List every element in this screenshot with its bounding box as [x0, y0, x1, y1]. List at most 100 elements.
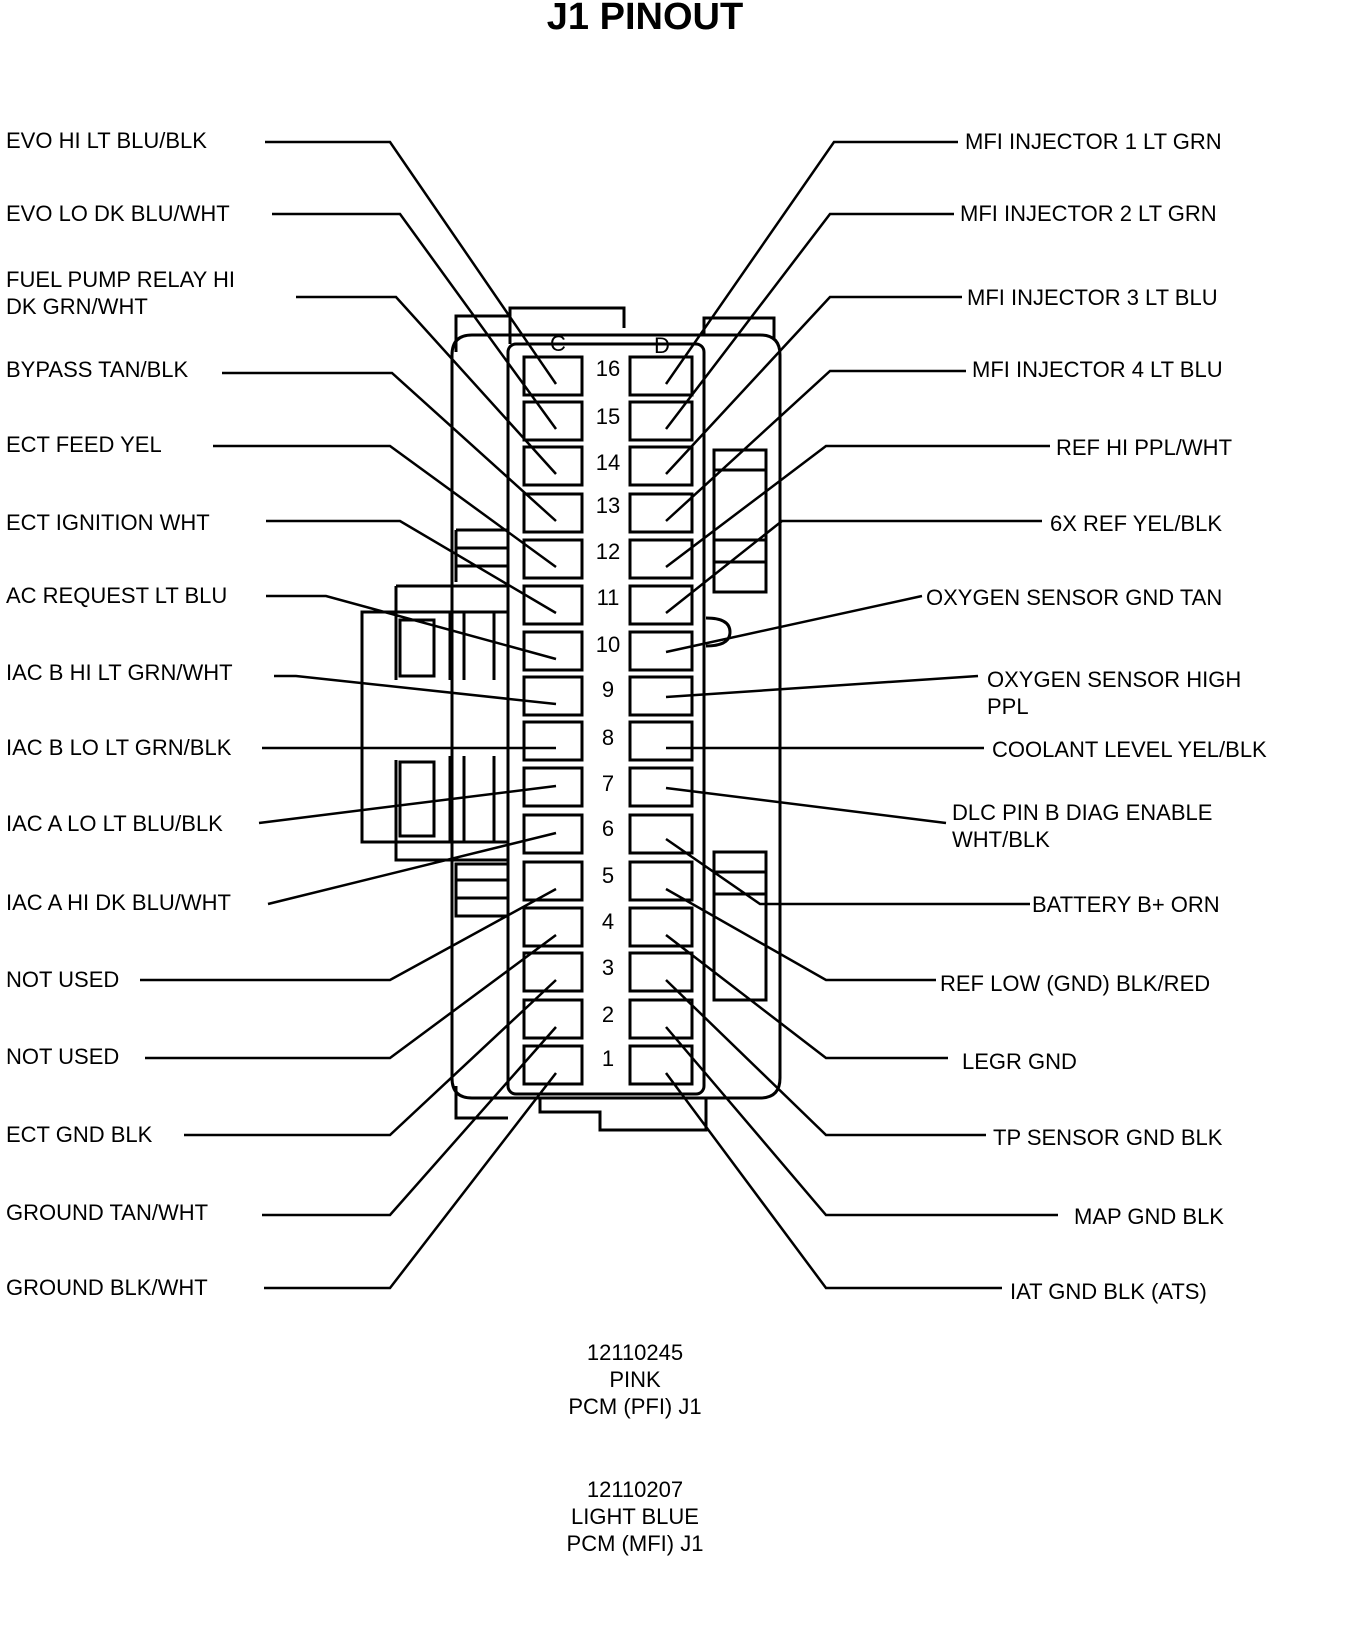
left-side-frame [396, 586, 508, 860]
leader-left-pin-6 [268, 833, 556, 904]
right-label-pin-6: BATTERY B+ ORN [1032, 891, 1220, 918]
cavity-c-13 [524, 494, 582, 532]
leader-lines [140, 142, 1058, 1288]
leader-right-pin-6 [666, 839, 1030, 904]
left-label-pin-7: IAC A LO LT BLU/BLK [6, 810, 223, 837]
right-label-pin-12: REF HI PPL/WHT [1056, 434, 1232, 461]
label-text: COOLANT LEVEL YEL/BLK [992, 737, 1267, 762]
leader-right-pin-4 [666, 935, 948, 1058]
pin-number-6: 6 [601, 816, 615, 841]
part-application: PCM (MFI) J1 [566, 1531, 704, 1556]
left-label-pin-15: EVO LO DK BLU/WHT [6, 200, 230, 227]
part-application: PCM (PFI) J1 [568, 1394, 702, 1419]
label-text: TP SENSOR GND BLK [993, 1125, 1223, 1150]
leader-right-pin-7 [666, 788, 946, 823]
cavity-c-10 [524, 632, 582, 670]
pin-number-14: 14 [595, 450, 621, 475]
label-text: GROUND TAN/WHT [6, 1200, 209, 1225]
cavity-c-11 [524, 586, 582, 624]
left-label-pin-13: BYPASS TAN/BLK [6, 356, 188, 383]
label-text: LEGR GND [962, 1049, 1077, 1074]
part-number: 12110245 [586, 1340, 684, 1365]
right-label-pin-14: MFI INJECTOR 3 LT BLU [967, 284, 1218, 311]
label-text: OXYGEN SENSOR GND TAN [926, 585, 1223, 610]
pin-number-10: 10 [595, 632, 621, 657]
pin-number-11: 11 [596, 585, 620, 610]
label-text: IAC A LO LT BLU/BLK [6, 811, 223, 836]
left-label-pin-6: IAC A HI DK BLU/WHT [6, 889, 231, 916]
cavity-c-4 [524, 908, 582, 946]
label-text: ECT GND BLK [6, 1122, 153, 1147]
left-ribs [450, 612, 494, 842]
label-text: EVO LO DK BLU/WHT [6, 201, 230, 226]
cavity-d-2 [630, 1000, 692, 1038]
cavity-d-6 [630, 815, 692, 853]
part-note-mfi: 12110207 LIGHT BLUE PCM (MFI) J1 [520, 1476, 750, 1557]
label-text: EVO HI LT BLU/BLK [6, 128, 207, 153]
housing-outline [452, 335, 780, 1098]
right-label-pin-15: MFI INJECTOR 2 LT GRN [960, 200, 1217, 227]
left-label-pin-5: NOT USED [6, 966, 119, 993]
leader-right-pin-15 [666, 214, 954, 429]
bottom-left-tab [456, 1086, 508, 1118]
cavity-c-8 [524, 722, 582, 760]
leader-right-pin-13 [666, 371, 966, 521]
label-text: AC REQUEST LT BLU [6, 583, 228, 608]
cavity-d-13 [630, 494, 692, 532]
label-text: IAC B HI LT GRN/WHT [6, 660, 233, 685]
leader-right-pin-1 [666, 1073, 1002, 1288]
pin-number-12: 12 [595, 539, 621, 564]
right-label-pin-8: COOLANT LEVEL YEL/BLK [992, 736, 1267, 763]
label-text: NOT USED [6, 967, 120, 992]
top-left-tab [456, 316, 510, 352]
pin-number-4: 4 [601, 909, 615, 934]
left-label-pin-12: ECT FEED YEL [6, 431, 162, 458]
left-label-pin-10: AC REQUEST LT BLU [6, 582, 227, 609]
right-label-pin-3: TP SENSOR GND BLK [993, 1124, 1222, 1151]
cavity-d-11 [630, 586, 692, 624]
label-text: 6X REF YEL/BLK [1050, 511, 1223, 536]
label-text: OXYGEN SENSOR HIGH [987, 667, 1242, 692]
cavity-d-14 [630, 447, 692, 485]
left-label-pin-11: ECT IGNITION WHT [6, 509, 210, 536]
left-side-block [362, 612, 508, 842]
leader-left-pin-11 [266, 521, 556, 613]
leader-left-pin-4 [145, 935, 556, 1058]
label-text: MFI INJECTOR 4 LT BLU [972, 357, 1223, 382]
leader-left-pin-5 [140, 889, 556, 980]
label-text: MFI INJECTOR 3 LT BLU [967, 285, 1218, 310]
column-label-c: C [550, 331, 566, 356]
pin-number-16: 16 [595, 356, 621, 381]
cavity-c-14 [524, 447, 582, 485]
left-label-pin-9: IAC B HI LT GRN/WHT [6, 659, 233, 686]
pin-cavities [524, 357, 692, 1084]
left-label-pin-3: ECT GND BLK [6, 1121, 152, 1148]
top-latch [510, 308, 624, 344]
leader-left-pin-14 [296, 297, 556, 474]
right-label-pin-11: 6X REF YEL/BLK [1050, 510, 1222, 537]
leader-right-pin-3 [666, 980, 986, 1135]
left-label-pin-2: GROUND TAN/WHT [6, 1199, 208, 1226]
right-rib-lower [714, 852, 766, 1000]
leader-left-pin-12 [213, 446, 556, 567]
leader-left-pin-10 [266, 596, 556, 659]
label-text: NOT USED [6, 1044, 120, 1069]
leader-right-pin-5 [666, 889, 936, 980]
leader-right-pin-9 [666, 676, 978, 697]
label-text: REF HI PPL/WHT [1056, 435, 1233, 460]
label-text: REF LOW (GND) BLK/RED [940, 971, 1211, 996]
leader-left-pin-2 [262, 1027, 556, 1215]
label-text: WHT/BLK [952, 827, 1050, 852]
label-text: IAC B LO LT GRN/BLK [6, 735, 232, 760]
label-text: FUEL PUMP RELAY HI [6, 267, 236, 292]
left-rib-upper [456, 530, 508, 582]
column-label-d: D [654, 333, 670, 358]
cavity-d-4 [630, 908, 692, 946]
leader-right-pin-2 [666, 1027, 1058, 1215]
cavity-c-6 [524, 815, 582, 853]
right-notch [706, 618, 730, 646]
pin-number-5: 5 [601, 863, 615, 888]
right-label-pin-5: REF LOW (GND) BLK/RED [940, 970, 1210, 997]
bottom-latch [540, 1098, 706, 1130]
